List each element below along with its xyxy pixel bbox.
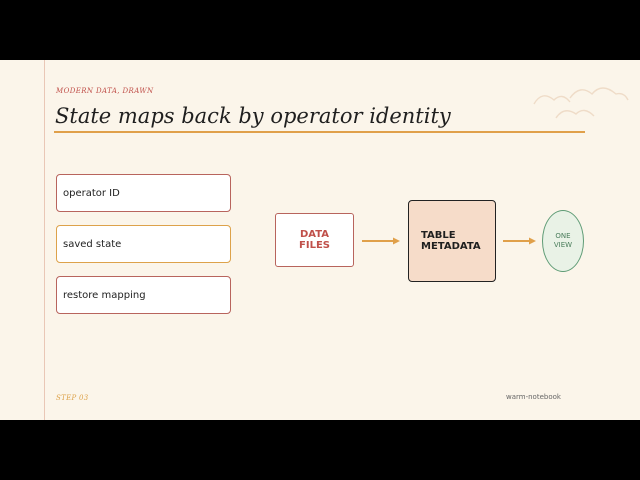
slide-title: State maps back by operator identity bbox=[55, 104, 451, 128]
data-files-line-1: DATA bbox=[299, 229, 330, 240]
cloud-doodle-icon bbox=[533, 87, 629, 119]
list-item-label: restore mapping bbox=[63, 289, 146, 301]
list-item-restore-mapping: restore mapping bbox=[56, 276, 231, 314]
list-item-label: saved state bbox=[63, 238, 122, 250]
margin-rule bbox=[44, 60, 45, 420]
one-view-node: ONE VIEW bbox=[542, 210, 584, 272]
data-files-node: DATA FILES bbox=[275, 213, 354, 267]
step-label: STEP 03 bbox=[56, 394, 89, 402]
table-metadata-line-2: METADATA bbox=[421, 241, 481, 252]
slide: MODERN DATA, DRAWN State maps back by op… bbox=[0, 60, 640, 420]
flow-arrows bbox=[362, 237, 536, 245]
table-metadata-line-1: TABLE bbox=[421, 230, 456, 241]
one-view-line-2: VIEW bbox=[553, 241, 573, 249]
one-view-line-1: ONE bbox=[555, 232, 571, 240]
brand-label: warm-notebook bbox=[506, 393, 561, 401]
list-item-saved-state: saved state bbox=[56, 225, 231, 263]
list-item-label: operator ID bbox=[63, 187, 120, 199]
list-item-operator-id: operator ID bbox=[56, 174, 231, 212]
title-underline bbox=[54, 131, 585, 133]
kicker-label: MODERN DATA, DRAWN bbox=[56, 87, 154, 95]
arrow-right-icon bbox=[362, 237, 400, 245]
data-files-line-2: FILES bbox=[299, 240, 330, 251]
arrow-right-icon bbox=[503, 237, 536, 245]
table-metadata-node: TABLE METADATA bbox=[408, 200, 496, 282]
